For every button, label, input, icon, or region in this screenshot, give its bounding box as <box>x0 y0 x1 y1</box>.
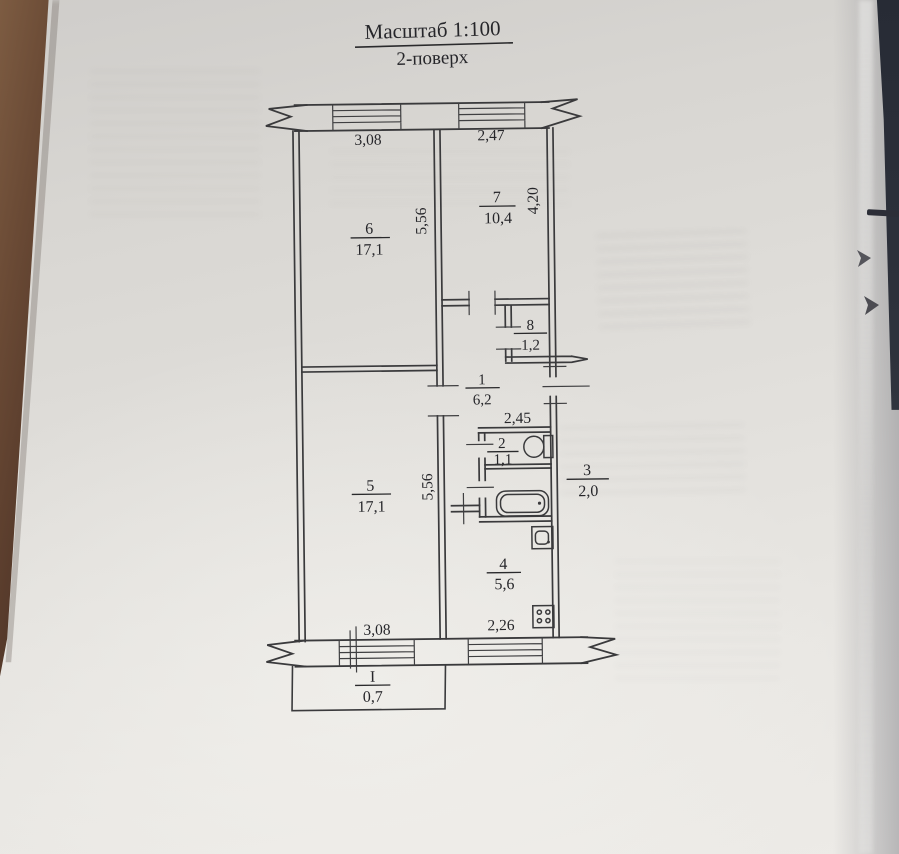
room-number: 4 <box>499 556 507 573</box>
room-7-label: 7 10,4 <box>479 189 516 227</box>
wall-break-mark <box>265 103 308 132</box>
room-4-label: 4 5,6 <box>486 556 522 593</box>
dimension-room5-depth: 5,56 <box>419 473 436 501</box>
room-number: 2 <box>498 436 506 452</box>
balcony-label: I 0,7 <box>355 669 391 706</box>
fraction-bar <box>566 478 609 480</box>
arrow-icon <box>864 296 879 315</box>
window-symbol <box>338 638 416 667</box>
dimension-room7-depth: 4,20 <box>525 187 542 215</box>
room-area: 1,1 <box>494 452 513 468</box>
room-area: 6,2 <box>473 392 492 408</box>
room-8-label: 8 1,2 <box>513 318 548 354</box>
room-area: 1,2 <box>521 338 540 354</box>
window-symbol <box>467 637 544 666</box>
dimension-bottom-right: 2,26 <box>487 617 515 634</box>
interior-walls <box>300 128 588 640</box>
arrow-icon <box>857 250 871 267</box>
door-opening-ticks <box>349 290 590 673</box>
plan-scale-title: Масштаб 1:100 <box>364 16 501 44</box>
room-1-label: 1 6,2 <box>465 372 500 408</box>
sink-icon <box>531 525 554 550</box>
page-edge-arrow-icons <box>857 250 879 315</box>
title-block: Масштаб 1:100 2-поверх <box>355 16 513 70</box>
room-number: 7 <box>493 189 501 206</box>
toilet-icon <box>523 434 554 459</box>
drain-dot <box>547 540 550 544</box>
window-symbol <box>332 103 402 131</box>
wall-break-mark <box>540 98 583 130</box>
window-symbol <box>458 102 526 130</box>
stove-icon <box>532 604 555 629</box>
wall-break-mark <box>266 639 307 668</box>
dimension-hall-width: 2,45 <box>504 410 532 427</box>
room-number: 3 <box>583 462 591 479</box>
dimension-labels: 3,08 2,47 5,56 4,20 2,45 5,56 3,08 2,26 <box>354 127 542 639</box>
room-number: 8 <box>526 318 534 334</box>
exterior-wall-bottom <box>266 636 620 668</box>
exterior-side-walls <box>292 127 561 643</box>
drain-dot <box>537 501 542 505</box>
room-6-label: 6 17,1 <box>350 221 390 259</box>
room-5-label: 5 17,1 <box>351 478 392 516</box>
plan-floor-subtitle: 2-поверх <box>396 47 469 70</box>
room-area: 2,0 <box>578 483 598 500</box>
room-number: 1 <box>478 372 486 388</box>
room-number: I <box>370 669 376 686</box>
dimension-top-left: 3,08 <box>354 132 382 149</box>
dimension-bottom-left: 3,08 <box>363 621 391 638</box>
dimension-room6-depth: 5,56 <box>413 207 430 235</box>
room-area: 10,4 <box>484 210 512 227</box>
room-2-label: 2 1,1 <box>487 436 519 468</box>
balcony-outline <box>291 664 447 712</box>
room-area: 17,1 <box>355 242 383 259</box>
room-area: 17,1 <box>357 499 385 516</box>
room-area: 5,6 <box>494 576 514 593</box>
wall-break-mark <box>580 636 620 665</box>
room-number: 6 <box>365 221 373 238</box>
dimension-top-right: 2,47 <box>477 127 505 144</box>
title-underline <box>355 41 513 48</box>
window-symbols <box>332 102 544 667</box>
room-number: 5 <box>366 478 374 495</box>
room-3-label: 3 2,0 <box>566 462 609 500</box>
bathtub-icon <box>495 489 550 517</box>
exterior-wall-top <box>265 98 583 133</box>
room-area: 0,7 <box>363 689 383 706</box>
